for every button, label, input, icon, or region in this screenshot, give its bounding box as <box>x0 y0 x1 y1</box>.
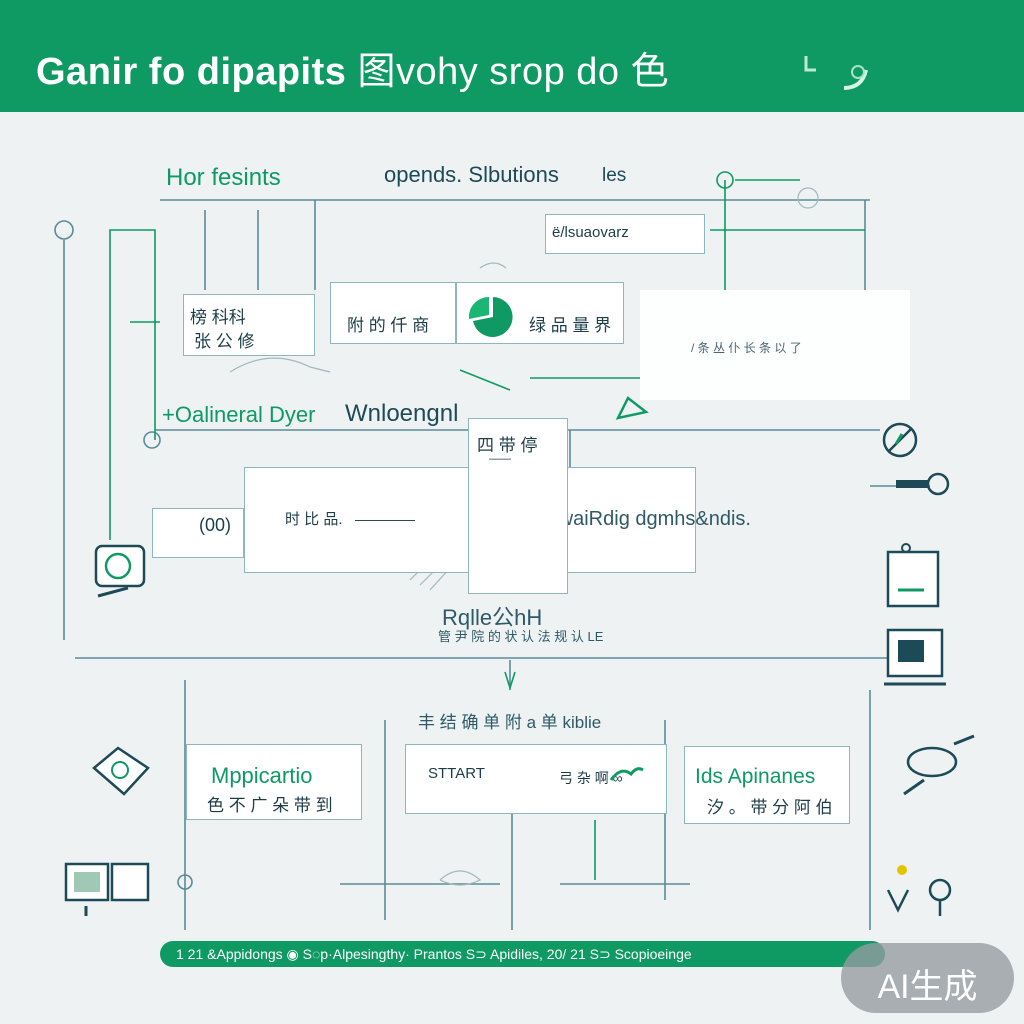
footer-text: 1 21 &Appidongs ◉ S◌p·Alpesingthy· Prant… <box>176 946 692 962</box>
bottom-box-4-title: Ids Apinanes <box>695 765 816 788</box>
page-title: Ganir fo dipapits 图vohy srop do 色 <box>36 40 669 95</box>
box-center-line1: 四 带 停 <box>477 436 538 455</box>
ai-generated-badge: AI生成 <box>841 943 1014 1013</box>
box-right-faded: / 条 丛 仆 长 条 以 了 <box>640 290 910 400</box>
box-center-overlay: 四 带 停 —— <box>468 418 568 594</box>
box-mid-center-text: 附 的 仟 商 <box>347 316 430 335</box>
mid-label-left: +Oalineral Dyer <box>162 402 316 427</box>
box-mid-left-line2: 张 公 修 <box>194 332 255 351</box>
box-wide-underline <box>355 520 415 521</box>
title-rest: 图vohy srop do 色 <box>357 51 670 93</box>
box-wide-left-text: 时 比 品. <box>285 511 343 528</box>
pie-chart-icon <box>467 297 519 337</box>
box-mid-right: 绿 品 量 界 <box>456 282 624 344</box>
key-icon <box>880 470 952 500</box>
bottom-box-3: 弓 杂 啊 ∞ <box>548 749 658 805</box>
result-title: Rqlle公hH <box>442 605 543 630</box>
ai-generated-label: AI生成 <box>877 968 978 1006</box>
box-mid-left-line1: 榜 科科 <box>190 308 246 327</box>
bottom-box-1: Mppicartio 色 不 广 朵 带 到 <box>186 744 362 820</box>
bottom-box-1-title: Mppicartio <box>211 763 313 788</box>
header-bar: Ganir fo dipapits 图vohy srop do 色 <box>0 0 1024 112</box>
bottom-box-2: STTART 弓 杂 啊 ∞ <box>405 744 667 814</box>
leaf-logo-icon <box>800 48 880 96</box>
handshake-icon <box>88 738 154 808</box>
hand-gear-icon <box>92 540 152 602</box>
subheading: 丰 结 确 单 附 a 单 kiblie <box>418 713 602 732</box>
box-mid-center: 附 的 仟 商 <box>330 282 456 344</box>
box-mid-right-text: 绿 品 量 界 <box>529 316 612 335</box>
box-mid-left: 榜 科科 张 公 修 <box>183 294 315 356</box>
mid-label-center: Wnloengnl <box>345 400 459 427</box>
bottom-box-1-sub: 色 不 广 朵 带 到 <box>207 796 333 815</box>
top-label-center-tail: les <box>602 165 627 186</box>
monitor-icon <box>882 626 948 688</box>
scribble-icon <box>884 734 980 806</box>
box-wide-left-tab: (00) <box>152 508 244 558</box>
result-subtitle: 管 尹 院 的 状 认 法 规 认 LE <box>438 629 604 644</box>
top-label-center: opends. Slbutions <box>384 162 559 187</box>
box-right-faded-text: / 条 丛 仆 长 条 以 了 <box>691 341 802 355</box>
no-entry-icon <box>878 418 924 464</box>
box-top-right: ё/lsuaovarz <box>545 214 705 254</box>
title-bold: Ganir fo dipapits <box>36 51 347 93</box>
box-top-right-text: ё/lsuaovarz <box>552 224 629 241</box>
bottom-box-3-title: 弓 杂 啊 ∞ <box>559 770 623 786</box>
footer-bar: 1 21 &Appidongs ◉ S◌p·Alpesingthy· Prant… <box>160 941 885 967</box>
pin-icon <box>880 860 960 930</box>
plant-icon <box>609 762 645 786</box>
bottom-box-4: Ids Apinanes 汐 。 带 分 阿 伯 <box>684 746 850 824</box>
bottom-box-4-sub: 汐 。 带 分 阿 伯 <box>707 798 833 817</box>
document-icon <box>884 540 944 610</box>
box-wide-left-tab-text: (00) <box>199 515 232 535</box>
top-label-left: Hor fesints <box>166 164 281 191</box>
bottom-box-2-title: STTART <box>428 765 485 782</box>
box-center-line2: —— <box>489 453 511 465</box>
triangle-icon <box>612 392 652 422</box>
computer-icon <box>64 862 152 920</box>
